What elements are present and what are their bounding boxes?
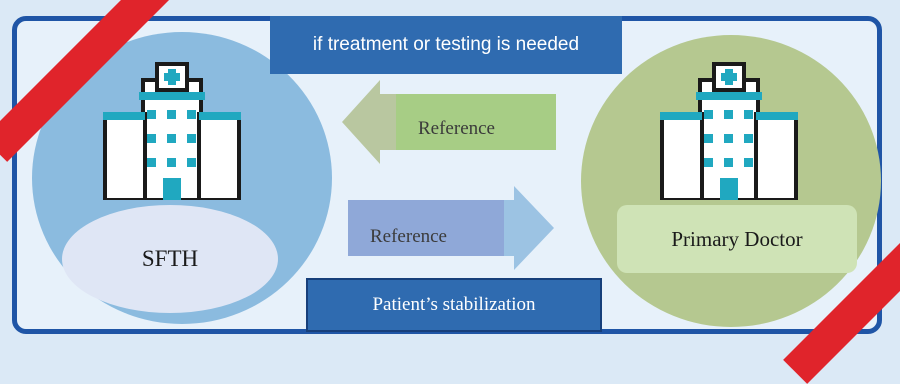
reference-label-to-sfth: Reference bbox=[418, 118, 495, 139]
stabilization-box: Patient’s stabilization bbox=[306, 278, 602, 332]
primary-doctor-label: Primary Doctor bbox=[617, 205, 857, 273]
sfth-label: SFTH bbox=[62, 205, 278, 313]
reference-label-to-doctor: Reference bbox=[370, 226, 447, 247]
arrow-to-sfth bbox=[342, 80, 556, 164]
hospital-icon bbox=[103, 62, 241, 200]
arrow-to-primary-doctor bbox=[348, 186, 554, 270]
condition-box: if treatment or testing is needed bbox=[270, 16, 622, 74]
hospital-icon bbox=[660, 62, 798, 200]
